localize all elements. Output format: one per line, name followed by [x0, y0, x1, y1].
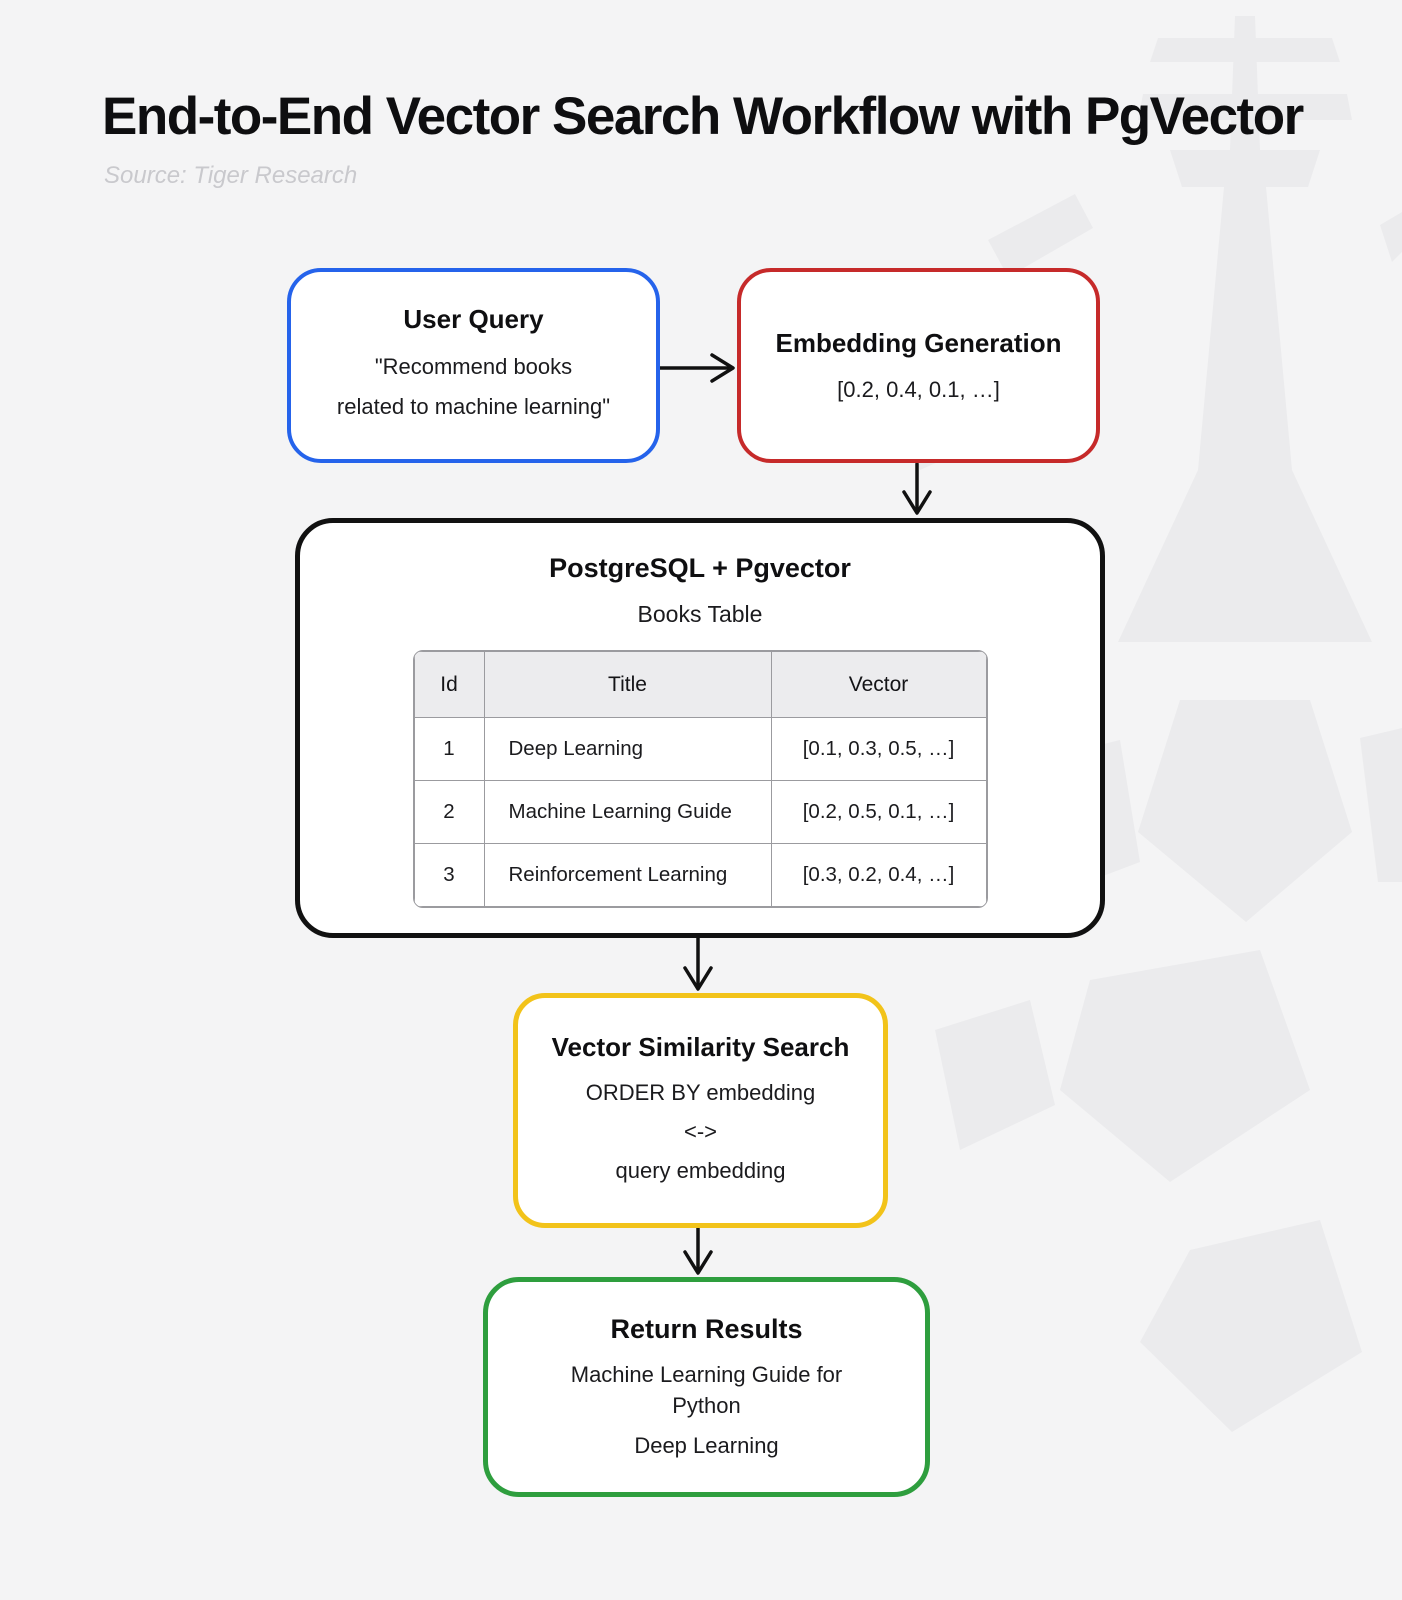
node-user-query: User Query "Recommend books related to m…	[287, 268, 660, 463]
results-title: Return Results	[610, 1313, 803, 1344]
arrow-similarity-to-results	[683, 1226, 713, 1275]
result-item-2: Deep Learning	[634, 1432, 779, 1458]
node-vector-similarity-search: Vector Similarity Search ORDER BY embedd…	[513, 993, 888, 1228]
node-return-results: Return Results Machine Learning Guide fo…	[483, 1277, 930, 1497]
similarity-line-3: query embedding	[615, 1157, 786, 1183]
table-row: 3 Reinforcement Learning [0.3, 0.2, 0.4,…	[413, 843, 987, 907]
page-title: End-to-End Vector Search Workflow with P…	[102, 87, 1304, 146]
similarity-title: Vector Similarity Search	[551, 1031, 850, 1062]
row2-id: 2	[413, 780, 485, 844]
similarity-query-text: ORDER BY embedding <-> query embedding	[586, 1073, 816, 1190]
arrow-postgres-to-similarity	[683, 936, 713, 991]
row1-id: 1	[413, 717, 485, 781]
user-query-text: "Recommend books related to machine lear…	[337, 347, 610, 427]
row1-vector: [0.1, 0.3, 0.5, …]	[770, 717, 987, 781]
books-table-header-row: Id Title Vector	[413, 651, 987, 718]
header-cell-vector: Vector	[770, 651, 987, 718]
row3-vector: [0.3, 0.2, 0.4, …]	[770, 843, 987, 907]
row2-title: Machine Learning Guide	[483, 780, 772, 844]
source-credit: Source: Tiger Research	[104, 162, 358, 189]
node-postgresql-pgvector: PostgreSQL + Pgvector Books Table Id Tit…	[295, 518, 1105, 938]
embedding-vector-value: [0.2, 0.4, 0.1, …]	[837, 377, 1000, 402]
postgres-title: PostgreSQL + Pgvector	[549, 553, 851, 583]
row3-id: 3	[413, 843, 485, 907]
similarity-line-1: ORDER BY embedding	[585, 1079, 816, 1105]
header-cell-id: Id	[413, 651, 485, 718]
table-row: 2 Machine Learning Guide [0.2, 0.5, 0.1,…	[413, 780, 987, 844]
books-table-label: Books Table	[637, 601, 763, 627]
user-query-title: User Query	[403, 304, 544, 334]
row1-title: Deep Learning	[483, 717, 772, 781]
books-table: Id Title Vector 1 Deep Learning [0.1, 0.…	[412, 650, 988, 908]
similarity-operator: <->	[683, 1118, 718, 1144]
arrow-embedding-to-postgres	[902, 462, 932, 515]
arrow-user-query-to-embedding	[656, 353, 735, 383]
row2-vector: [0.2, 0.5, 0.1, …]	[770, 780, 987, 844]
result-item-1: Machine Learning Guide for Python	[570, 1361, 843, 1418]
header-cell-title: Title	[483, 651, 772, 718]
user-query-line-2: related to machine learning"	[336, 394, 611, 419]
row3-title: Reinforcement Learning	[483, 843, 772, 907]
table-row: 1 Deep Learning [0.1, 0.3, 0.5, …]	[413, 717, 987, 781]
embedding-title: Embedding Generation	[775, 328, 1062, 358]
user-query-line-1: "Recommend books	[374, 354, 573, 379]
node-embedding-generation: Embedding Generation [0.2, 0.4, 0.1, …]	[737, 268, 1100, 463]
